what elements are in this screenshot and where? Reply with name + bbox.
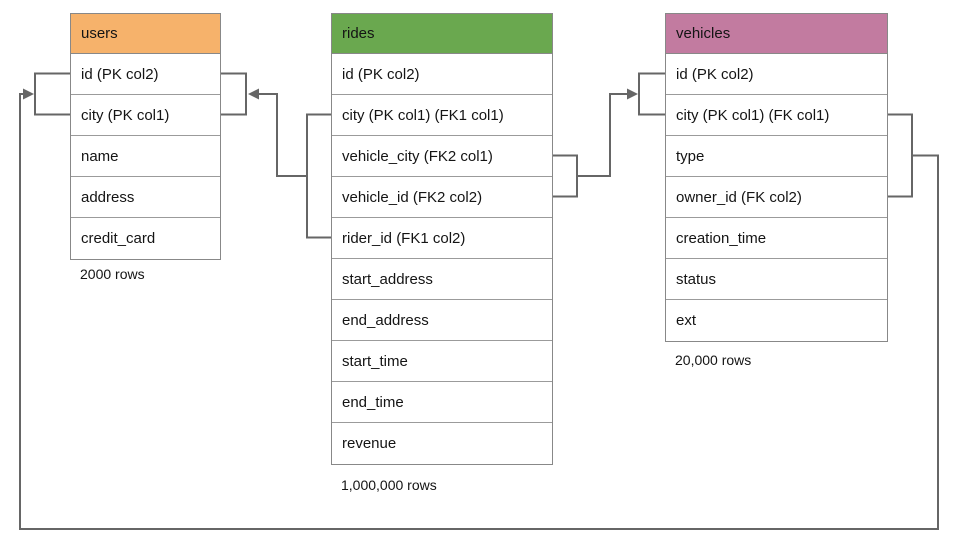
table-row: city (PK col1)	[71, 95, 220, 136]
table-row: owner_id (FK col2)	[666, 177, 887, 218]
arrowhead-to-users-left	[23, 88, 34, 100]
fk2-rides-to-vehicles-connector	[553, 72, 665, 198]
table-row: id (PK col2)	[666, 54, 887, 95]
table-vehicles-header: vehicles	[666, 14, 887, 54]
table-row: creation_time	[666, 218, 887, 259]
table-vehicles: vehicles id (PK col2) city (PK col1) (FK…	[665, 13, 888, 342]
arrowhead-to-users-right	[248, 88, 259, 100]
table-row: address	[71, 177, 220, 218]
vehicles-left-bracket	[638, 72, 665, 116]
table-row: end_time	[332, 382, 552, 423]
table-row: revenue	[332, 423, 552, 464]
table-row: id (PK col2)	[332, 54, 552, 95]
table-users-header: users	[71, 14, 220, 54]
fk2-connector-line	[577, 93, 627, 177]
table-row: start_address	[332, 259, 552, 300]
users-right-bracket	[221, 72, 247, 116]
table-rides: rides id (PK col2) city (PK col1) (FK1 c…	[331, 13, 553, 465]
rides-left-bracket	[306, 113, 331, 239]
fk1-rides-to-users-connector	[221, 72, 331, 239]
table-row: start_time	[332, 341, 552, 382]
table-row: type	[666, 136, 887, 177]
rides-row-count: 1,000,000 rows	[341, 477, 437, 493]
table-row: city (PK col1) (FK1 col1)	[332, 95, 552, 136]
table-row: vehicle_id (FK2 col2)	[332, 177, 552, 218]
table-row: ext	[666, 300, 887, 341]
table-row: status	[666, 259, 887, 300]
users-left-bracket	[34, 72, 70, 116]
users-row-count: 2000 rows	[80, 266, 145, 282]
rides-right-bracket	[553, 154, 578, 198]
table-row: credit_card	[71, 218, 220, 259]
table-row: city (PK col1) (FK col1)	[666, 95, 887, 136]
table-row: id (PK col2)	[71, 54, 220, 95]
table-rides-header: rides	[332, 14, 552, 54]
table-users: users id (PK col2) city (PK col1) name a…	[70, 13, 221, 260]
vehicles-row-count: 20,000 rows	[675, 352, 752, 368]
fk1-connector-line	[259, 93, 307, 177]
table-row: end_address	[332, 300, 552, 341]
vehicles-right-bracket	[888, 113, 913, 198]
table-row: rider_id (FK1 col2)	[332, 218, 552, 259]
table-row: vehicle_city (FK2 col1)	[332, 136, 552, 177]
table-row: name	[71, 136, 220, 177]
arrowhead-to-vehicles	[627, 88, 638, 100]
